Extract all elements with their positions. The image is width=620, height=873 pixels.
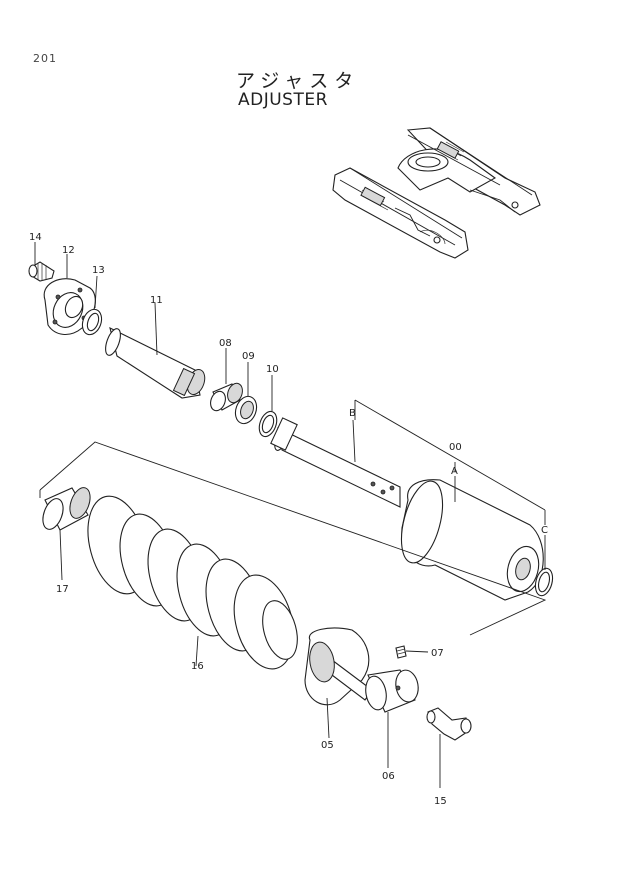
part-09-ring	[234, 362, 258, 425]
title-japanese: アジャスタ	[236, 70, 360, 92]
part-08-bushing	[210, 348, 243, 412]
part-16-spring	[87, 495, 298, 670]
label-17: 17	[56, 584, 69, 595]
title-english: ADJUSTER	[238, 90, 328, 110]
part-B-rod	[270, 417, 401, 508]
label-13: 13	[92, 265, 105, 276]
assembly-bracket-00	[354, 399, 546, 570]
label-08: 08	[219, 338, 232, 349]
part-C-seal	[534, 567, 554, 597]
label-00: 00	[449, 442, 462, 453]
part-17-spacer	[42, 487, 91, 581]
label-A: A	[451, 466, 458, 477]
part-13-ring	[81, 275, 103, 336]
part-11-tube	[105, 302, 206, 399]
label-09: 09	[242, 351, 255, 362]
label-C: C	[541, 525, 548, 536]
label-15: 15	[434, 796, 447, 807]
label-07: 07	[431, 648, 444, 659]
part-15-grease-valve	[426, 707, 472, 788]
label-06: 06	[382, 771, 395, 782]
label-12: 12	[62, 245, 75, 256]
label-10: 10	[266, 364, 279, 375]
spring-group-frame	[39, 441, 547, 636]
label-16: 16	[191, 661, 204, 672]
label-11: 11	[150, 295, 163, 306]
page-number: 201	[33, 52, 57, 65]
label-05: 05	[321, 740, 334, 751]
part-06-cylinder	[365, 669, 419, 768]
label-B: B	[349, 408, 356, 419]
part-14-bolt	[28, 242, 55, 282]
part-05-piston	[304, 627, 373, 739]
label-14: 14	[29, 232, 42, 243]
part-07-fitting	[395, 645, 429, 659]
part-10-snap-ring	[258, 375, 278, 438]
track-frame-thumbnail	[332, 127, 541, 259]
part-A-cylinder	[400, 476, 544, 601]
